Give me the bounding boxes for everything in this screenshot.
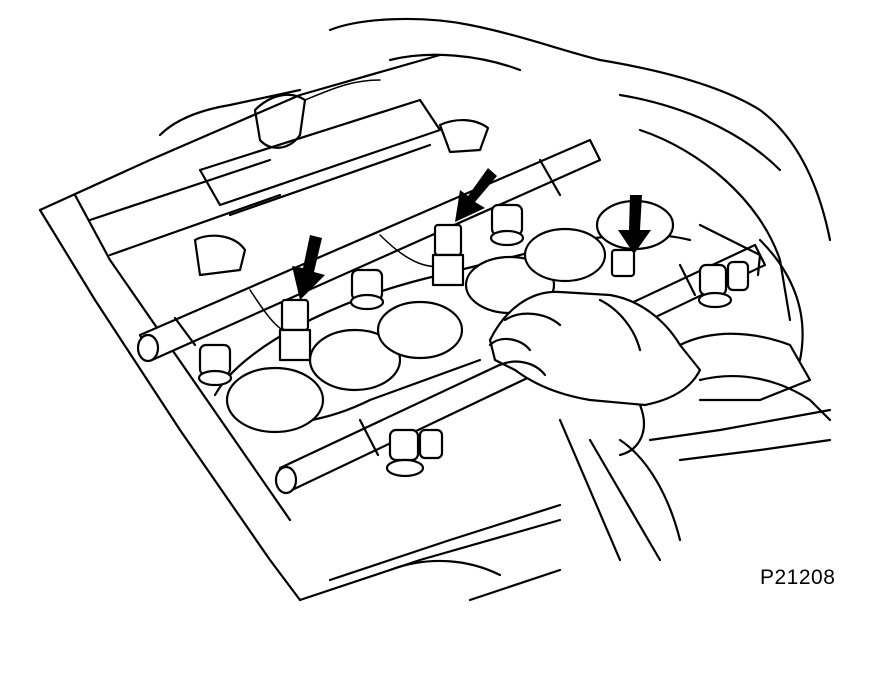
intake-port-3	[376, 300, 464, 360]
injector	[349, 268, 385, 311]
intake-port-1	[225, 366, 325, 434]
callout-arrow	[618, 195, 651, 254]
fuel-rail-bolt-center	[431, 223, 465, 287]
hand	[488, 290, 812, 457]
intake-port-5	[523, 227, 607, 283]
fuel-rail-bolt-left	[278, 298, 312, 362]
injector-clip	[385, 428, 444, 478]
callout-arrow	[292, 235, 325, 300]
rail-end-cap	[274, 465, 298, 495]
injector	[197, 343, 233, 387]
rail-end-cap	[136, 333, 160, 363]
injector-clip	[697, 260, 750, 309]
injector	[489, 203, 525, 247]
fuel-rail-upper	[136, 138, 602, 387]
fuel-rail-bolt-right	[610, 248, 636, 278]
engine-bay-outline	[38, 17, 832, 602]
figure-code: P21208	[760, 566, 836, 589]
callout-arrow	[455, 168, 497, 222]
